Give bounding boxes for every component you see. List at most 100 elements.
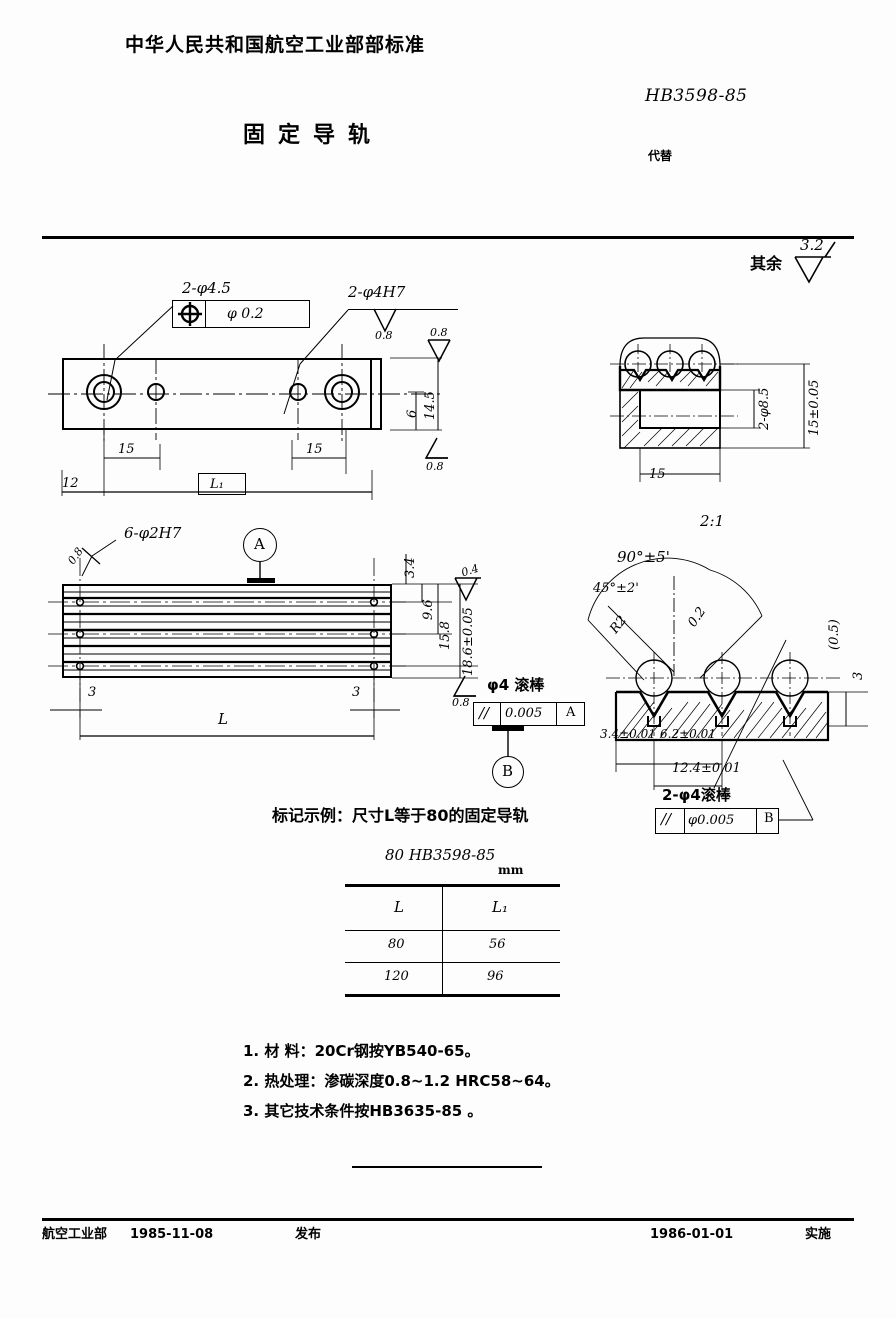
general-surface-value: 3.2 [800,236,824,254]
footer-issue-date: 1985-11-08 [130,1227,214,1242]
length-table-unit: mm [498,863,524,877]
table-cell-L1-row2: 96 [487,969,504,984]
ministry-title: 中华人民共和国航空工业部部标准 [125,34,426,56]
dim-14-5: 14.5 [423,391,438,420]
tol2-leader-to-roller [713,639,787,789]
surface-symbol-0-4 [454,577,481,602]
table-cell-L-row2: 120 [384,969,409,984]
footer-effective-date: 1986-01-01 [650,1227,734,1242]
front-surface-top-value: 0.4 [459,561,481,580]
dim-12-L1-lines [61,470,373,500]
tol2-leaders [779,759,814,821]
position-tolerance-value: φ 0.2 [227,306,264,322]
standard-number: HB3598-85 [645,86,748,106]
callout-2-phi4H7: 2-φ4H7 [348,283,406,301]
datum-b-circle-1 [492,756,524,788]
table-rule-vertical [442,884,444,996]
detail-angle-45: 45°±2' [593,581,639,596]
front-dim-3-right: 3 [352,685,361,700]
dim-12: 12 [62,476,79,491]
datum-b-marker-1 [492,726,524,756]
general-surface-label: 其余 [750,254,783,273]
footer-issue-verb: 发布 [295,1227,322,1242]
hole-centerlines-top [103,344,343,444]
position-tolerance-icon [178,302,202,326]
table-header-L: L [394,898,404,916]
tol1-value: 0.005 [505,706,543,721]
front-dim-15-8: 15.8 [438,621,453,650]
front-dim-3-left: 3 [88,685,97,700]
front-dim-L-line [79,710,375,740]
notes-divider [352,1166,542,1169]
replaces-label: 代替 [648,149,673,163]
dim-6: 6 [405,409,420,418]
footer-issuer: 航空工业部 [42,1227,108,1242]
footer-divider [42,1218,854,1221]
footer-effective-verb: 实施 [805,1227,832,1242]
surface-symbol-general [794,241,836,284]
marking-example-text: 标记示例：尺寸L等于80的固定导轨 [272,806,529,825]
tol1-frame [473,702,585,726]
rail-groove-lines [48,558,406,702]
marking-designation: 80 HB3598-85 [385,846,496,864]
surface-value-c: 0.8 [426,460,444,473]
section-geometry [610,337,810,482]
position-tolerance-frame [172,300,310,328]
callout-6-phi2H7: 6-φ2H7 [124,524,182,542]
surface-symbol-0-8-c [424,437,448,459]
table-rule-top [345,884,560,887]
tol1-datum: A [566,705,576,720]
front-surface-bottom-value: 0.8 [452,696,470,709]
detail-dim-3-4: 3.4±0.01 [600,727,656,741]
surface-symbol-0-8-front [452,675,476,697]
detail-geometry [606,652,868,790]
note-3: 3. 其它技术条件按HB3635-85 。 [243,1102,483,1120]
section-dim-height: 15±0.05 [807,379,822,436]
dim-15-left: 15 [118,442,135,457]
table-cell-L1-row1: 56 [489,937,506,952]
front-dim-18-6: 18.6±0.05 [461,607,476,676]
note-1: 1. 材 料：20Cr钢按YB540-65。 [243,1042,480,1060]
datum-a-marker [247,562,275,583]
page-title: 固定导轨 [243,123,384,148]
surface-value-b: 0.8 [430,326,448,339]
table-rule-2 [345,962,560,964]
surface-value-a: 0.8 [375,329,393,342]
front-dim-3-4: 3.4 [403,557,418,578]
section-dim-15: 15 [649,467,666,482]
tol2-datum: B [764,811,774,826]
section-dim-bore: 2-φ8.5 [757,387,772,430]
detail-dim-12-4: 12.4±0.01 [672,761,741,776]
tol2-value: φ0.005 [688,813,735,828]
detail-angle-90: 90°±5' [617,548,670,566]
table-header-L1: L₁ [492,898,508,916]
note-2: 2. 热处理：渗碳深度0.8~1.2 HRC58~64。 [243,1072,560,1090]
datum-a-label: A [254,535,265,553]
tol2-title: 2-φ4滚棒 [662,786,731,804]
dim-lines-right-top [390,357,442,431]
tol2-symbol: // [661,810,672,828]
tol1-symbol: // [479,704,490,722]
front-dim-9-6: 9.6 [421,599,436,620]
tol2-frame [655,808,779,834]
table-cell-L-row1: 80 [388,937,405,952]
surface-symbol-0-8-a [373,308,397,333]
dim-15-right: 15 [306,442,323,457]
datum-a-circle [243,528,277,562]
leader-6-phi2H7 [81,539,117,577]
technical-notes: 1. 材 料：20Cr钢按YB540-65。 2. 热处理：渗碳深度0.8~1.… [243,1036,803,1126]
surface-symbol-0-8-b [427,339,451,363]
table-rule-1 [345,930,560,932]
table-rule-bottom [345,994,560,997]
dim-L1-box [198,473,246,495]
header-divider [42,236,854,239]
detail-dim-6-2: 6.2±0.01 [660,727,716,741]
dim-L1: L₁ [210,477,224,492]
tol1-title: φ4 滚棒 [487,676,545,694]
datum-b-label-1: B [502,762,514,780]
detail-angle-leaders [587,557,763,681]
section-scale: 2:1 [700,512,725,530]
callout-2-phi4-5: 2-φ4.5 [182,279,231,297]
dim-15-lines [103,430,347,474]
